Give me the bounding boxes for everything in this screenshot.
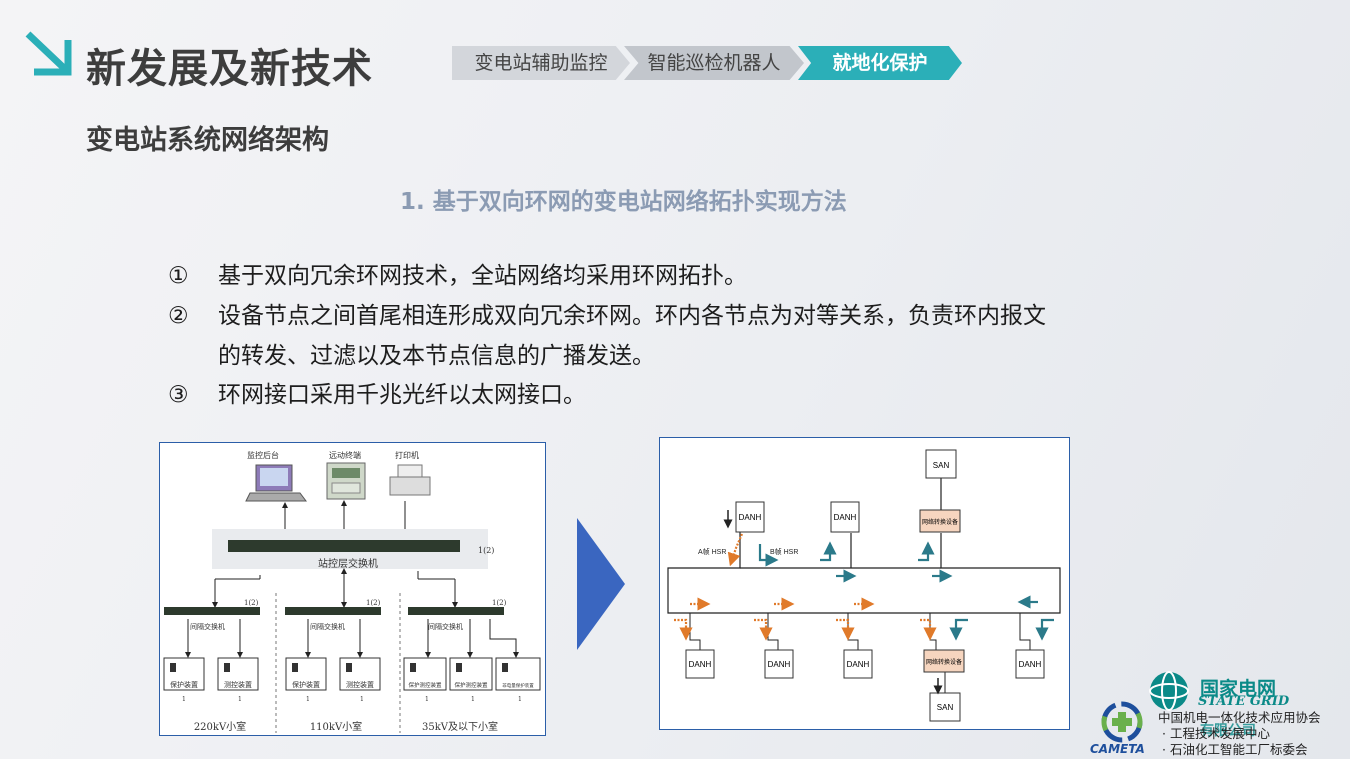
svg-text:DANH: DANH [834,513,857,522]
section-heading: 1. 基于双向环网的变电站网络拓扑实现方法 [400,189,847,215]
bullet-number: ③ [168,382,189,408]
redbox-bottom: 网络转换设备 [923,649,965,673]
bullet-text: 环网接口采用千兆光纤以太网接口。 [218,382,586,408]
page-title: 新发展及新技术 [86,46,373,92]
printer-icon [389,464,431,496]
svg-text:保护测控装置: 保护测控装置 [454,681,488,689]
danh-node-bottom-3: DANH [843,649,873,679]
association-name: 中国机电一体化技术应用协会 [1158,710,1321,725]
svg-text:间隔交换机: 间隔交换机 [310,622,345,631]
svg-text:间隔交换机: 间隔交换机 [428,622,463,631]
svg-text:网络转换设备: 网络转换设备 [922,518,958,526]
station-switch-icon [228,540,460,552]
device-110-measure: 测控装置 [339,657,381,691]
svg-text:间隔交换机: 间隔交换机 [190,622,225,631]
svg-text:DANH: DANH [768,660,791,669]
tab-substation-monitoring[interactable]: 变电站辅助监控 [452,46,630,80]
section-subtitle: 变电站系统网络架构 [86,125,329,156]
bullet-text: 设备节点之间首尾相连形成双向冗余环网。环内各节点为对等关系，负责环内报文 [218,303,1046,329]
svg-text:非电量保护装置: 非电量保护装置 [502,682,534,689]
room-35: 35kV及以下小室 [422,720,498,733]
redbox-top: 网络转换设备 [919,509,961,533]
svg-text:1(2): 1(2) [366,599,381,607]
arrow-logo-icon [25,31,72,76]
svg-text:DANH: DANH [689,660,712,669]
svg-text:1: 1 [360,696,364,703]
frame-b-arrows [758,541,1054,641]
svg-text:测控装置: 测控装置 [224,680,252,689]
port-label: 1(2) [478,546,494,555]
svg-text:测控装置: 测控装置 [346,680,374,689]
svg-text:SAN: SAN [937,703,954,712]
svg-text:1: 1 [471,696,475,703]
association-committee: · 石油化工智能工厂标委会 [1162,742,1308,757]
bullet-2: ② 设备节点之间首尾相连形成双向冗余环网。环内各节点为对等关系，负责环内报文 [168,296,1046,330]
association-center: · 工程技术发展中心 [1162,726,1270,741]
svg-text:1: 1 [182,696,186,703]
state-grid-logo-icon [1149,671,1189,711]
san-node-top: SAN [925,449,957,479]
rtu-icon [326,462,366,500]
san-node-bottom: SAN [929,692,961,722]
hsr-ring-diagram: SAN 网络转换设备 DANH DANH A帧 HSR B帧 HSR DANH … [659,437,1070,730]
svg-text:DANH: DANH [739,513,762,522]
svg-text:网络转换设备: 网络转换设备 [926,658,962,666]
svg-text:DANH: DANH [1019,660,1042,669]
svg-text:保护测控装置: 保护测控装置 [408,681,442,689]
svg-text:保护装置: 保护装置 [292,680,320,689]
bullet-number: ② [168,303,189,329]
right-arrow-icon [577,518,625,650]
danh-node-bottom-1: DANH [685,649,715,679]
device-35-prot-measure-2: 保护测控装置 [449,657,493,691]
svg-text:1(2): 1(2) [492,599,507,607]
svg-text:1: 1 [306,696,310,703]
svg-text:SAN: SAN [933,461,950,470]
tab-inspection-robot[interactable]: 智能巡检机器人 [624,46,804,80]
room-220: 220kV小室 [194,720,246,733]
svg-text:1(2): 1(2) [244,599,259,607]
room-110: 110kV小室 [310,720,362,733]
frame-a-arrows [674,533,937,641]
danh-node-bottom-2: DANH [764,649,794,679]
bullet-number: ① [168,263,189,289]
svg-text:保护装置: 保护装置 [170,680,198,689]
danh-node-top-1: DANH [735,501,765,533]
station-switch-label: 站控层交换机 [318,557,378,570]
bullet-1: ① 基于双向冗余环网技术，全站网络均采用环网拓扑。 [168,256,747,290]
cameta-label: CAMETA [1090,742,1145,756]
device-220-protection: 保护装置 [163,657,205,691]
svg-text:1: 1 [425,696,429,703]
danh-node-bottom-4: DANH [1015,649,1045,679]
bay-switch-35: 间隔交换机 1(2) [408,599,507,631]
rtu-label: 远动终端 [329,450,361,460]
svg-text:DANH: DANH [847,660,870,669]
bay-switch-220: 间隔交换机 1(2) [164,599,260,631]
bullet-2-continued: 的转发、过滤以及本节点信息的广播发送。 [218,343,655,369]
device-35-prot-measure-1: 保护测控装置 [403,657,447,691]
device-220-measure: 测控装置 [217,657,259,691]
state-grid-english: STATE GRID [1198,694,1290,709]
state-grid-name: 国家电网 [1200,678,1277,700]
bullet-text: 基于双向冗余环网技术，全站网络均采用环网拓扑。 [218,263,747,289]
ring-a-label: A帧 HSR [698,547,726,556]
star-network-diagram: 监控后台 远动终端 打印机 1(2) 站控层交换机 [159,442,546,736]
monitor-label: 监控后台 [247,450,279,460]
bullet-3: ③ 环网接口采用千兆光纤以太网接口。 [168,375,586,409]
company-watermark: 有限公司 [1200,723,1256,739]
svg-text:1: 1 [238,696,242,703]
danh-node-top-2: DANH [830,501,860,533]
computer-icon [245,464,307,502]
device-35-nonelectric: 非电量保护装置 [495,657,541,691]
ring-b-label: B帧 HSR [770,547,798,556]
cameta-logo-icon [1101,701,1143,743]
tab-local-protection[interactable]: 就地化保护 [798,46,962,80]
printer-label: 打印机 [395,450,419,460]
device-110-protection: 保护装置 [285,657,327,691]
bay-switch-110: 间隔交换机 1(2) [285,599,381,631]
svg-text:1: 1 [518,696,522,703]
